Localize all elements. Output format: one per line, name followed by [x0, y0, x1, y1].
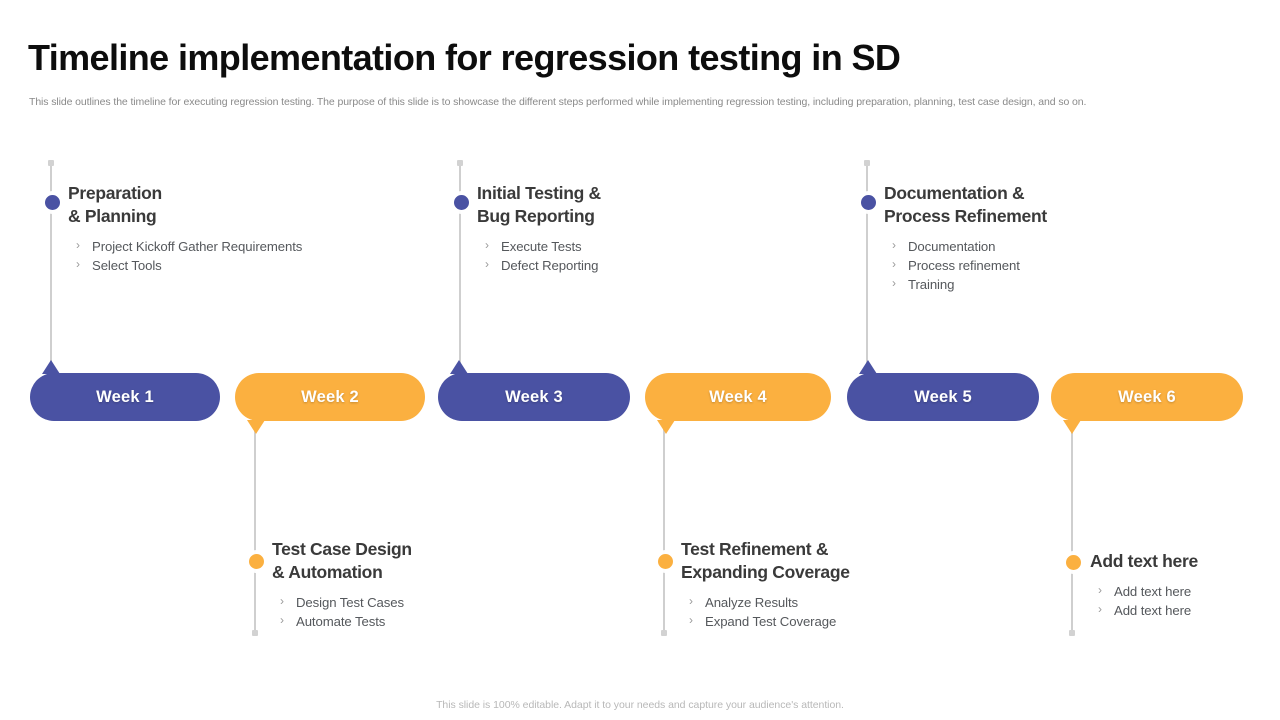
list-item: › Training	[884, 275, 1047, 294]
list-item-label: Add text here	[1114, 602, 1192, 618]
connector-end-cap	[457, 160, 463, 166]
week-chip-label: Week 6	[1118, 387, 1176, 406]
week-chip-3[interactable]: Week 3	[438, 360, 630, 421]
list-item-label: Automate Tests	[296, 613, 386, 629]
timeline-item-title: Test Case Design & Automation	[272, 539, 412, 582]
timeline-item-upper: Initial Testing & Bug Reporting › Execute …	[477, 182, 601, 275]
timeline-marker-dot	[453, 195, 469, 210]
chevron-right-icon: ›	[1098, 582, 1102, 597]
week-chip-5[interactable]: Week 5	[847, 360, 1039, 421]
connector-line	[459, 163, 461, 373]
connector-line	[866, 163, 868, 373]
list-item: › Select Tools	[68, 256, 302, 275]
timeline-item-title: Initial Testing & Bug Reporting	[477, 183, 601, 226]
timeline-item-upper: Preparation & Planning › Project Kickoff G…	[68, 182, 302, 275]
week-chip-label: Week 5	[914, 387, 972, 406]
list-item-label: Add text here	[1114, 583, 1192, 599]
list-item-label: Execute Tests	[501, 238, 582, 254]
chevron-right-icon: ›	[280, 612, 284, 627]
chevron-right-icon: ›	[892, 237, 896, 252]
chevron-right-icon: ›	[689, 612, 693, 627]
list-item: › Design Test Cases	[272, 593, 412, 612]
list-item-label: Select Tools	[92, 257, 162, 273]
timeline-item-title: Preparation & Planning	[68, 183, 162, 226]
timeline-item-upper: Documentation & Process Refinement › Docum…	[884, 182, 1047, 294]
week-chip-label: Week 1	[96, 387, 154, 406]
bullet-list: › Design Test Cases › Automate Tests	[272, 593, 412, 631]
list-item: › Expand Test Coverage	[681, 612, 850, 631]
bullet-list: › Analyze Results › Expand Test Coverage	[681, 593, 850, 631]
timeline-item-lower: Test Case Design & Automation › Design Tes…	[272, 538, 412, 631]
bullet-list: › Execute Tests › Defect Reporting	[477, 237, 601, 275]
list-item: › Analyze Results	[681, 593, 850, 612]
timeline-marker-dot	[657, 554, 673, 569]
timeline-item-title: Documentation & Process Refinement	[884, 183, 1047, 226]
connector-end-cap	[1069, 630, 1075, 636]
week-chip-label: Week 3	[505, 387, 563, 406]
week-chip-1[interactable]: Week 1	[30, 360, 220, 421]
connector-line	[50, 163, 52, 373]
week-chip-label: Week 4	[709, 387, 767, 406]
list-item-label: Defect Reporting	[501, 257, 599, 273]
list-item: › Execute Tests	[477, 237, 601, 256]
list-item: › Add text here	[1090, 601, 1198, 620]
timeline-item-title: Add text here	[1090, 551, 1198, 571]
list-item-label: Design Test Cases	[296, 594, 405, 610]
timeline-item-lower: Add text here › Add text here › Add text her…	[1090, 550, 1198, 620]
list-item: › Defect Reporting	[477, 256, 601, 275]
connector-line	[1071, 421, 1073, 630]
bullet-list: › Project Kickoff Gather Requirements › Sel…	[68, 237, 302, 275]
timeline-marker-dot	[860, 195, 876, 210]
chip-tail-up	[450, 360, 468, 374]
week-chip-2[interactable]: Week 2	[235, 373, 425, 434]
list-item: › Process refinement	[884, 256, 1047, 275]
chevron-right-icon: ›	[485, 237, 489, 252]
week-chip-4[interactable]: Week 4	[645, 373, 831, 434]
chevron-right-icon: ›	[892, 275, 896, 290]
timeline-marker-dot	[1065, 555, 1081, 570]
page-title: Timeline implementation for regression t…	[28, 37, 901, 78]
chip-tail-up	[859, 360, 877, 374]
chip-tail-down	[1063, 420, 1081, 434]
connector-line	[254, 421, 256, 630]
chevron-right-icon: ›	[280, 593, 284, 608]
page-subtitle: This slide outlines the timeline for exe…	[29, 96, 1087, 108]
list-item-label: Training	[908, 276, 955, 292]
list-item: › Documentation	[884, 237, 1047, 256]
connector-end-cap	[864, 160, 870, 166]
list-item: › Automate Tests	[272, 612, 412, 631]
chip-tail-up	[42, 360, 60, 374]
connector-end-cap	[661, 630, 667, 636]
timeline-item-title: Test Refinement & Expanding Coverage	[681, 539, 850, 582]
list-item-label: Project Kickoff Gather Requirements	[92, 238, 303, 254]
chevron-right-icon: ›	[76, 237, 80, 252]
bullet-list: › Add text here › Add text here	[1090, 582, 1198, 620]
timeline-item-lower: Test Refinement & Expanding Coverage › Ana…	[681, 538, 850, 631]
connector-line	[663, 421, 665, 630]
slide-footer-note: This slide is 100% editable. Adapt it to…	[436, 699, 844, 711]
timeline-marker-dot	[44, 195, 60, 210]
chip-tail-down	[247, 420, 265, 434]
list-item-label: Documentation	[908, 238, 996, 254]
bullet-list: › Documentation › Process refinement › Traini…	[884, 237, 1047, 294]
list-item: › Add text here	[1090, 582, 1198, 601]
connector-end-cap	[252, 630, 258, 636]
chevron-right-icon: ›	[1098, 601, 1102, 616]
chevron-right-icon: ›	[892, 256, 896, 271]
list-item-label: Analyze Results	[705, 594, 799, 610]
connector-end-cap	[48, 160, 54, 166]
week-chip-label: Week 2	[301, 387, 359, 406]
timeline-marker-dot	[248, 554, 264, 569]
list-item: › Project Kickoff Gather Requirements	[68, 237, 302, 256]
list-item-label: Process refinement	[908, 257, 1020, 273]
chevron-right-icon: ›	[485, 256, 489, 271]
chip-tail-down	[657, 420, 675, 434]
chevron-right-icon: ›	[76, 256, 80, 271]
list-item-label: Expand Test Coverage	[705, 613, 837, 629]
week-chip-6[interactable]: Week 6	[1051, 373, 1243, 434]
chevron-right-icon: ›	[689, 593, 693, 608]
